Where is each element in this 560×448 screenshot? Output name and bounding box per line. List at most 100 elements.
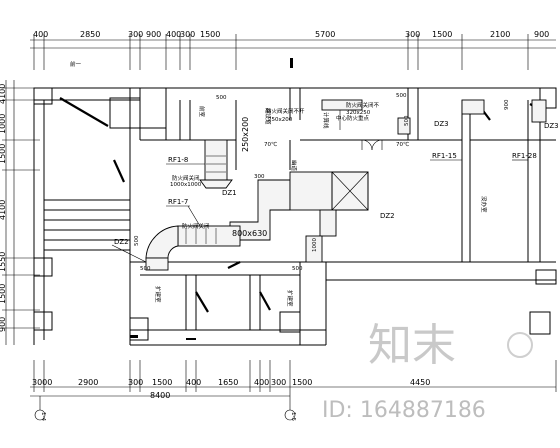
supply-duct bbox=[319, 209, 337, 237]
dim-left-2: 1500 bbox=[0, 144, 7, 164]
room-label-2: 建设道 bbox=[264, 108, 272, 125]
tag-rf1-28: RF1-28 bbox=[512, 152, 537, 160]
dim-left-3: 4100 bbox=[0, 200, 7, 220]
room-label-1: 前一 bbox=[70, 60, 82, 68]
air-handling-unit bbox=[289, 171, 369, 211]
tag-dz3: DZ3 bbox=[434, 120, 449, 128]
dim-left-1: 1000 bbox=[0, 114, 7, 134]
note-6: 70℃ bbox=[396, 141, 409, 148]
tag-rf1-7: RF1-7 bbox=[168, 198, 188, 206]
num-500-d: 500 bbox=[292, 266, 303, 272]
dim-left-6: 900 bbox=[0, 317, 7, 332]
num-500-c: 500 bbox=[140, 266, 151, 272]
dim-bottom-2: 300 bbox=[128, 378, 143, 387]
tag-dz1: DZ1 bbox=[222, 189, 237, 197]
column bbox=[539, 87, 557, 109]
dim-top-9: 1500 bbox=[432, 30, 452, 39]
note-7: 防火阀关闭 bbox=[182, 222, 210, 230]
room-labels: 前一 前室 建设道 幽道 计算线 没办室 扩建室 扩建室 bbox=[70, 60, 488, 307]
room-label-8: 扩建室 bbox=[286, 290, 294, 307]
tag-dz3-b: DZ3 bbox=[544, 122, 559, 130]
column bbox=[33, 87, 53, 105]
num-300: 300 bbox=[254, 174, 265, 180]
note-1: 防火阀关闭不开 bbox=[266, 107, 305, 115]
axis-label-right: 1-5 bbox=[290, 412, 296, 421]
dim-top-5: 300 bbox=[180, 30, 195, 39]
dim-top-2: 300 bbox=[128, 30, 143, 39]
axis-markers: 1-4 1-5 bbox=[34, 396, 296, 421]
right-duct-2 bbox=[531, 99, 547, 123]
dim-bottom-8: 1500 bbox=[292, 378, 312, 387]
dim-top-6: 1500 bbox=[200, 30, 220, 39]
vertical-duct bbox=[204, 139, 228, 181]
dim-bottom-9: 4450 bbox=[410, 378, 430, 387]
room-label-6: 前室 bbox=[198, 106, 206, 118]
num-500-f: 500 bbox=[404, 115, 410, 126]
note-4: 防火阀关闭不 bbox=[346, 101, 380, 109]
leader-lines bbox=[111, 110, 528, 263]
axis-bubble-right bbox=[284, 409, 296, 421]
dim-bottom-1: 2900 bbox=[78, 378, 98, 387]
dim-top-10: 2100 bbox=[490, 30, 510, 39]
dim-top-4: 400 bbox=[166, 30, 181, 39]
num-500-e: 500 bbox=[134, 235, 140, 246]
column bbox=[279, 311, 301, 333]
bottom-dimension-chain: 3000 2900 300 1500 400 1650 400 300 1500… bbox=[30, 360, 557, 400]
note-2: 防火阀关闭 bbox=[172, 174, 200, 182]
duct-size-1000x1000: 1000x1000 bbox=[170, 182, 202, 188]
dim-top-7: 5700 bbox=[315, 30, 335, 39]
column bbox=[129, 317, 149, 341]
annotation-notes: 防火阀关闭不开 防火阀关闭 中心防火重点 防火阀关闭不 70℃ 70℃ 防火阀关… bbox=[172, 101, 409, 230]
dim-bottom-0: 3000 bbox=[32, 378, 52, 387]
tag-dz2-b: DZ2 bbox=[114, 238, 129, 246]
dim-bottom-total: 8400 bbox=[150, 391, 170, 400]
diffuser bbox=[199, 179, 233, 189]
room-label-5: 没办室 bbox=[480, 196, 488, 213]
column bbox=[529, 311, 551, 335]
tag-rf1-8: RF1-8 bbox=[168, 156, 188, 164]
duct-size-250x200-v: 250x200 bbox=[241, 117, 250, 152]
shaft-box bbox=[109, 97, 141, 129]
dim-top-8: 300 bbox=[405, 30, 420, 39]
tag-dz2: DZ2 bbox=[380, 212, 395, 220]
watermark-id: ID: 164887186 bbox=[322, 398, 486, 423]
tag-rf1-15: RF1-15 bbox=[432, 152, 457, 160]
supply-duct-2 bbox=[305, 235, 323, 263]
duct-size-1000: 1000 bbox=[312, 238, 318, 252]
dim-top-3: 900 bbox=[146, 30, 161, 39]
note-3: 中心防火重点 bbox=[336, 114, 370, 122]
duct-size-labels: 250x200 250x200 1000x1000 320x250 800x63… bbox=[170, 110, 371, 252]
equipment-tags: RF1-8 RF1-7 RF1-15 RF1-28 DZ1 DZ2 DZ3 DZ… bbox=[114, 120, 559, 246]
ahu-fan-section bbox=[331, 171, 369, 211]
ductwork bbox=[145, 99, 547, 271]
axis-bubble-left bbox=[34, 409, 46, 421]
stair-lines bbox=[44, 199, 130, 251]
duct-size-320x250: 320x250 bbox=[346, 110, 371, 116]
dim-bottom-4: 400 bbox=[186, 378, 201, 387]
column bbox=[33, 257, 53, 277]
watermark-brand: 知末 bbox=[368, 320, 456, 371]
watermark: 知末 ID: 164887186 bbox=[322, 320, 533, 423]
room-label-7: 扩建室 bbox=[154, 286, 162, 303]
dim-left-4: 1550 bbox=[0, 252, 7, 272]
top-dimension-chain: 400 2850 300 900 400 300 1500 5700 300 1… bbox=[30, 30, 556, 70]
duct-riser bbox=[145, 257, 169, 271]
dim-bottom-3: 1500 bbox=[152, 378, 172, 387]
room-label-3: 幽道 bbox=[290, 160, 298, 172]
local-dimensions: 500 500 500 500 500 500 900 300 bbox=[134, 93, 510, 272]
dim-bottom-5: 1650 bbox=[218, 378, 238, 387]
dim-bottom-6: 400 bbox=[254, 378, 269, 387]
watermark-logo-icon bbox=[507, 332, 533, 358]
building-walls bbox=[33, 58, 557, 346]
num-500-b: 500 bbox=[396, 93, 407, 99]
num-500-a: 500 bbox=[216, 95, 227, 101]
dim-left-5: 1500 bbox=[0, 284, 7, 304]
num-900: 900 bbox=[504, 99, 510, 110]
axis-label-left: 1-4 bbox=[40, 412, 46, 421]
room-label-4: 计算线 bbox=[322, 112, 330, 129]
dim-top-11: 900 bbox=[534, 30, 549, 39]
duct-size-800x630: 800x630 bbox=[232, 229, 267, 238]
dim-left-0: 4100 bbox=[0, 84, 7, 104]
